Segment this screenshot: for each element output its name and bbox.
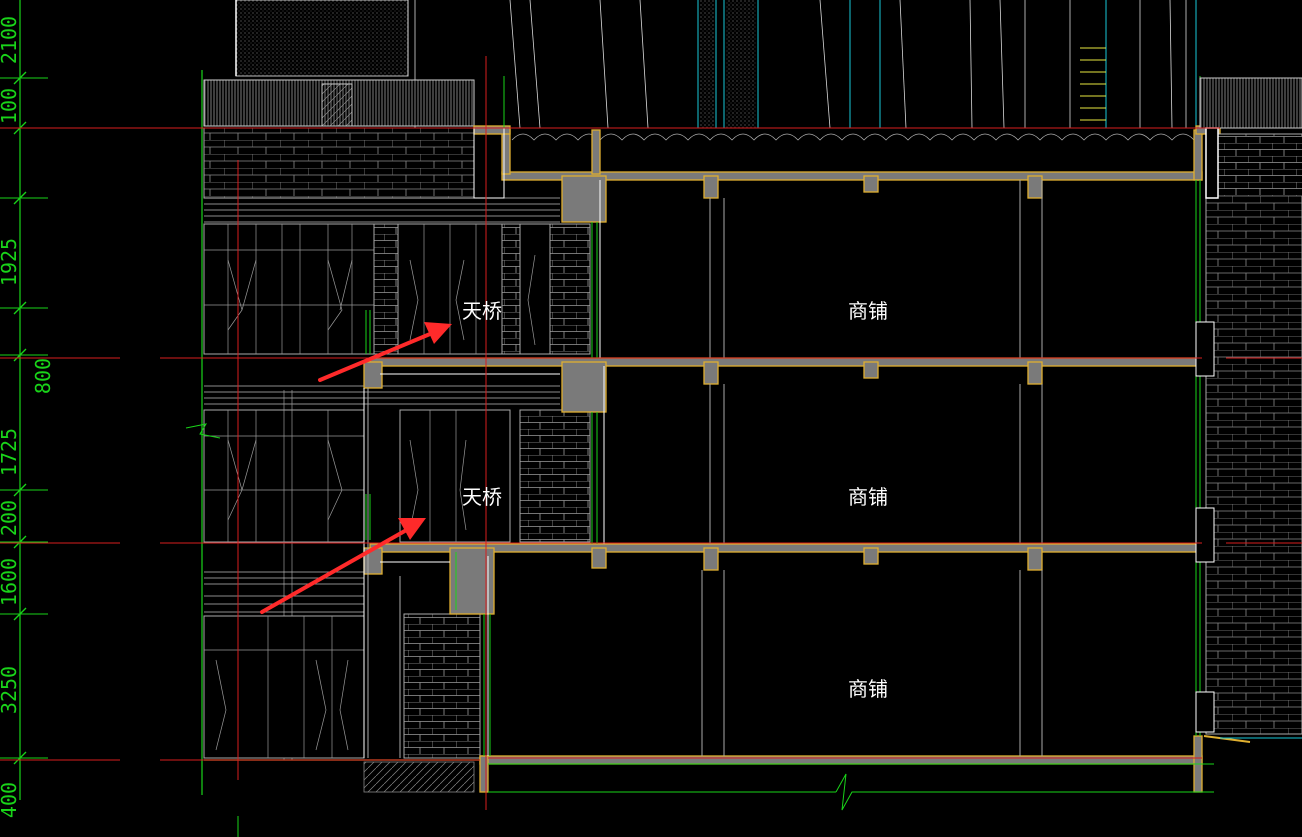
right-facade <box>1195 77 1302 743</box>
label-shop-floor2: 商铺 <box>848 485 888 509</box>
label-shop-floor3: 商铺 <box>848 299 888 323</box>
dim-200: 200 <box>0 500 21 536</box>
annotation-arrow-lower <box>260 518 426 614</box>
dim-1925: 1925 <box>0 238 21 286</box>
dim-3250: 3250 <box>0 666 21 714</box>
label-bridge-upper: 天桥 <box>462 299 502 323</box>
dim-2100: 2100 <box>0 16 21 64</box>
dim-100: 100 <box>0 88 21 124</box>
label-shop-floor1: 商铺 <box>848 677 888 701</box>
section-interior-lines <box>363 127 1043 758</box>
tower-facade <box>235 0 1217 141</box>
dim-800: 800 <box>31 358 55 394</box>
annotation-arrow-upper <box>318 322 452 382</box>
red-gridlines <box>0 56 1302 810</box>
dim-1600: 1600 <box>0 558 21 606</box>
left-elevation <box>185 70 591 795</box>
dim-400: 400 <box>0 782 21 818</box>
dim-1725: 1725 <box>0 428 21 476</box>
label-bridge-lower: 天桥 <box>462 485 502 509</box>
dimension-chain <box>0 0 48 800</box>
